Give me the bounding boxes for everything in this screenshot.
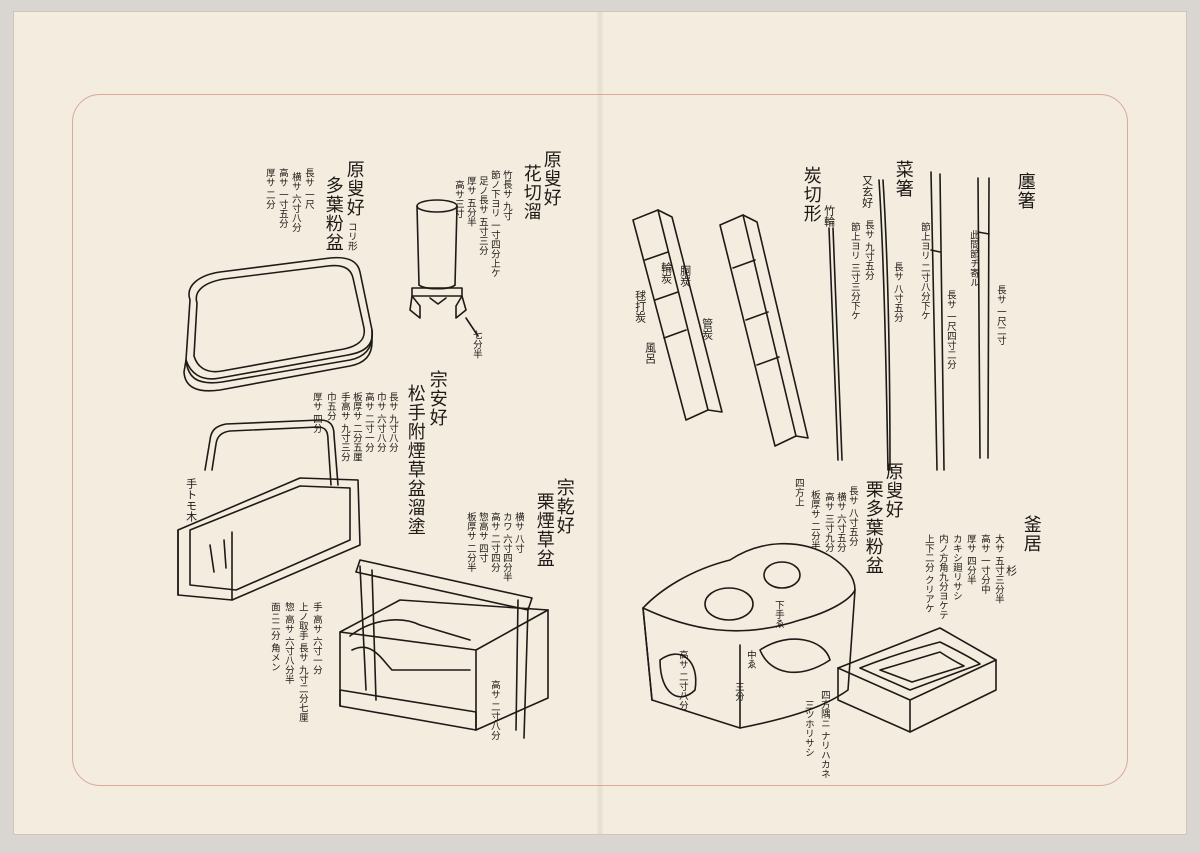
vase-dim-1: 竹長サ 九寸 <box>500 170 512 221</box>
tabacco-tray-wavy-drawing <box>642 542 856 729</box>
vase-dim-2: 節ノ下ヨリ 一寸四分上ケ <box>488 170 500 278</box>
tray2-title-b: 松手附煙草盆溜塗 <box>404 384 426 536</box>
tray2-note: 手トモ木 <box>184 478 198 522</box>
sumi-subtitle: 竹輪 <box>822 205 836 227</box>
kamasue-drawing <box>837 627 997 733</box>
tray1-dim-3: 高サ 一寸五分 <box>276 168 288 229</box>
kamasue-subtitle: 杉 <box>1004 565 1018 576</box>
tray3-title-b: 栗煙草盆 <box>533 492 555 568</box>
chopsticks-a-dim-2: 節上ヨリ 三寸三分下ケ <box>848 222 860 321</box>
tray1-dim-4: 厚サ 二分 <box>263 168 275 210</box>
tray4-bottom-1: 四方隅ニ ナリハカネ <box>818 690 830 779</box>
sumi-item-3: 管炭 <box>700 318 714 340</box>
tray3-side-2: 上ノ取手 長サ 九寸二分七厘 <box>296 602 308 723</box>
tray4-dim-2: 横サ 六寸五分 <box>834 492 846 553</box>
tray3-dim-5: 板厚サ 二分半 <box>464 512 476 573</box>
chopsticks-d-dim-1: 長サ 一尺二寸 <box>994 285 1006 346</box>
tabacco-tray-oval-drawing <box>183 256 374 392</box>
page-fold <box>596 12 604 834</box>
kamasue-dim-3: 厚サ 四分半 <box>964 534 976 585</box>
kamasue-dim-6: 上下二分 クリアケ <box>922 534 934 614</box>
tray3-dim-3: 高サ 二寸四分 <box>488 512 500 573</box>
tray4-note: 四方上 <box>792 478 804 507</box>
tray1-note: コリ形 <box>345 222 357 251</box>
tray4-dim-1: 長サ 八寸五分 <box>846 486 858 547</box>
chopsticks-drawing <box>828 171 990 471</box>
chopsticks-b-dim-1: 節上ヨリ 二寸八分下ケ <box>918 222 930 321</box>
chopsticks-a-title: 又玄好 <box>860 175 874 208</box>
tray4-box-note-4: 高サ 二寸八分 <box>676 650 688 711</box>
kamasue-dim-2: 高サ 一寸分中 <box>978 534 990 595</box>
tray2-dim-7: 厚サ 四分 <box>310 392 322 434</box>
tray4-box-note-1: 下手ゑ <box>772 600 784 629</box>
vase-dim-5: 高サ三寸 <box>452 180 464 218</box>
vase-dim-4: 厚サ 五分半 <box>464 176 476 227</box>
kamasue-dim-5: 内ノ方角九分ヨケテ <box>936 534 948 620</box>
tray2-dim-6: 巾五分 <box>324 392 336 421</box>
tray3-side-3: 惣 高サ 六寸八分半 <box>282 602 294 685</box>
flower-vase-drawing <box>409 199 479 337</box>
kamasue-dim-4: カキシ廻リサシ <box>950 534 962 601</box>
kamasue-title: 釜居 <box>1020 515 1042 553</box>
tray4-box-note-3: 三分 <box>732 682 744 701</box>
tray3-side-4: 面ニ二分 角メン <box>268 602 280 672</box>
tray3-box-note: 高サ 二寸八分 <box>488 680 500 741</box>
chopsticks-a-dim-1: 長サ 九寸五分 <box>862 220 874 281</box>
tray3-side-1: 手 高サ 六寸一分 <box>310 602 322 675</box>
vase-dim-3: 足ノ長サ 五寸三分 <box>476 176 488 256</box>
chopsticks-c-dim-1: 長サ 一尺四寸二分 <box>944 290 956 370</box>
tray3-title-a: 宗乾好 <box>553 478 575 535</box>
tabacco-tray-box-drawing <box>339 559 549 739</box>
tray2-dim-1: 長サ 九寸八分 <box>386 392 398 453</box>
chopsticks-d-dim-2: 此間節チ寄ル <box>967 230 979 287</box>
frame-border <box>72 94 1128 786</box>
charcoal-cut-drawing <box>632 209 809 447</box>
sumi-item-5: 風呂 <box>643 342 657 364</box>
sumi-item-1: 胴炭 <box>678 265 692 287</box>
tray1-title-b: 多葉粉盆 <box>322 176 344 252</box>
tray4-title-a: 原叟好 <box>882 462 904 519</box>
tabacco-tray-handle-drawing <box>177 419 361 601</box>
tray1-title-a: 原叟好 <box>343 160 365 217</box>
tray4-box-note-2: 中ゑ <box>744 650 756 669</box>
chopsticks-d-title: 廛箸 <box>1014 172 1036 210</box>
kamasue-dim-1: 大サ 五寸三分半 <box>992 534 1004 604</box>
sumi-item-4: 毬打炭 <box>633 290 647 323</box>
sumi-item-2: 輪炭 <box>659 262 673 284</box>
tray4-dim-4: 板厚サ 二分半 <box>808 490 820 551</box>
tray3-dim-2: カワ 六寸四分半 <box>500 512 512 582</box>
tray1-dim-1: 長サ 一尺 <box>302 168 314 210</box>
sumi-title: 炭切形 <box>800 166 822 223</box>
tray2-dim-2: 巾サ 六寸八分 <box>374 392 386 453</box>
vase-foot: 七分半 <box>470 330 482 359</box>
chopsticks-b-title: 菜箸 <box>892 160 914 198</box>
tray2-dim-5: 手高サ 九寸三分 <box>338 392 350 462</box>
tray4-title-b: 栗多葉粉盆 <box>862 480 884 575</box>
paper-sheet <box>14 12 1186 834</box>
tray4-bottom-2: 三ツホリサシ <box>802 700 814 757</box>
tray2-dim-3: 高サ 二寸一分 <box>362 392 374 453</box>
tray3-dim-1: 横サ 八寸 <box>512 512 524 554</box>
vase-title-b: 花切溜 <box>520 164 542 221</box>
chopsticks-b-dim-2: 長サ 八寸五分 <box>891 262 903 323</box>
tray4-dim-3: 高サ 三寸九分 <box>822 492 834 553</box>
tray3-dim-4: 惣高サ 四寸 <box>476 512 488 563</box>
tray1-dim-2: 横サ 六寸八分 <box>289 172 301 233</box>
tray2-dim-4: 板厚サ 二分五厘 <box>350 392 362 462</box>
tray2-title-a: 宗安好 <box>426 370 448 427</box>
vase-title-a: 原叟好 <box>540 150 562 207</box>
